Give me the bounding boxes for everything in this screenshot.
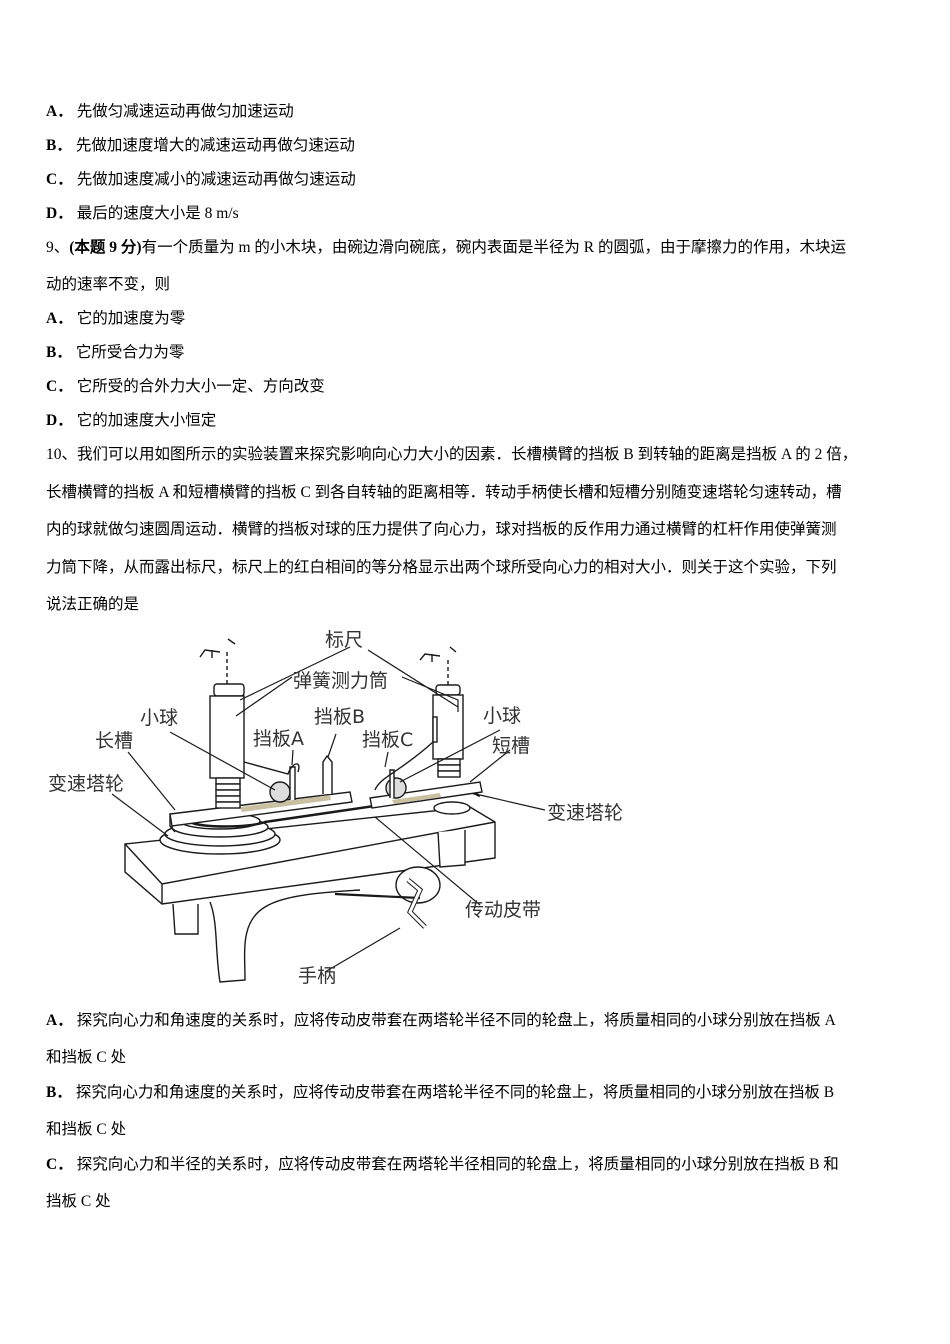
q10-stem-line3: 内的球就做匀速圆周运动．横臂的挡板对球的压力提供了向心力，球对挡板的反作用力通过… bbox=[46, 521, 837, 538]
option-text: 探究向心力和角速度的关系时，应将传动皮带套在两塔轮半径不同的轮盘上，将质量相同的… bbox=[75, 1084, 835, 1101]
q8-option-b: B．先做加速度增大的减速运动再做匀速运动 bbox=[46, 136, 355, 156]
label-ball-right: 小球 bbox=[483, 705, 521, 727]
option-text: 探究向心力和角速度的关系时，应将传动皮带套在两塔轮半径不同的轮盘上，将质量相同的… bbox=[76, 1012, 836, 1029]
q10-option-b-line1: B．探究向心力和角速度的关系时，应将传动皮带套在两塔轮半径不同的轮盘上，将质量相… bbox=[46, 1083, 834, 1103]
label-short-slot: 短槽 bbox=[492, 735, 530, 757]
question-number: 9、 bbox=[46, 239, 70, 256]
q10-stem-line2: 长槽横臂的挡板 A 和短槽横臂的挡板 C 到各自转轴的距离相等．转动手柄使长槽和… bbox=[46, 484, 842, 501]
label-long-slot: 长槽 bbox=[95, 730, 133, 752]
q8-option-d: D．最后的速度大小是 8 m/s bbox=[46, 204, 239, 224]
option-key: B． bbox=[46, 344, 72, 361]
label-belt: 传动皮带 bbox=[465, 899, 541, 921]
option-key: C． bbox=[46, 1156, 73, 1173]
option-text: 先做加速度减小的减速运动再做匀速运动 bbox=[76, 171, 356, 188]
label-baffle-b: 挡板B bbox=[314, 706, 365, 728]
label-ball-left: 小球 bbox=[140, 707, 178, 729]
q10-option-a-line1: A．探究向心力和角速度的关系时，应将传动皮带套在两塔轮半径不同的轮盘上，将质量相… bbox=[46, 1011, 836, 1031]
q9-stem-line2: 动的速率不变，则 bbox=[46, 276, 171, 293]
question-stem: 我们可以用如图所示的实验装置来探究影响向心力大小的因素．长槽横臂的挡板 B 到转… bbox=[77, 446, 858, 463]
option-key: B． bbox=[46, 137, 72, 154]
option-key: C． bbox=[46, 171, 73, 188]
question-stem: 有一个质量为 m 的小木块，由碗边滑向碗底，碗内表面是半径为 R 的圆弧，由于摩… bbox=[141, 239, 846, 256]
q10-option-a-line2: 和挡板 C 处 bbox=[46, 1049, 127, 1066]
option-text: 它所受的合外力大小一定、方向改变 bbox=[76, 378, 325, 395]
option-key: D． bbox=[46, 205, 73, 222]
option-text: 先做加速度增大的减速运动再做匀速运动 bbox=[75, 137, 355, 154]
q8-option-c: C．先做加速度减小的减速运动再做匀速运动 bbox=[46, 170, 356, 190]
option-key: A． bbox=[46, 103, 73, 120]
option-key: C． bbox=[46, 378, 73, 395]
option-text: 探究向心力和半径的关系时，应将传动皮带套在两塔轮半径相同的轮盘上，将质量相同的小… bbox=[76, 1156, 839, 1173]
question-score: (本题 9 分) bbox=[69, 239, 142, 256]
q10-option-b-line2: 和挡板 C 处 bbox=[46, 1121, 127, 1138]
label-handle: 手柄 bbox=[298, 965, 336, 987]
q9-option-d: D．它的加速度大小恒定 bbox=[46, 411, 216, 431]
option-text: 它的加速度大小恒定 bbox=[76, 412, 217, 429]
option-key: B． bbox=[46, 1084, 72, 1101]
option-text: 它的加速度为零 bbox=[76, 310, 186, 327]
option-text: 最后的速度大小是 8 m/s bbox=[76, 205, 239, 222]
centripetal-force-apparatus-figure: 标尺 弹簧测力筒 小球 挡板B 挡板A 长槽 挡板C 小球 短槽 变速塔轮 变速… bbox=[40, 622, 640, 992]
question-number: 10、 bbox=[46, 446, 78, 463]
option-text: 它所受合力为零 bbox=[75, 344, 185, 361]
apparatus-diagram: 标尺 弹簧测力筒 小球 挡板B 挡板A 长槽 挡板C 小球 短槽 变速塔轮 变速… bbox=[48, 629, 623, 987]
q9-option-b: B．它所受合力为零 bbox=[46, 343, 184, 363]
label-ruler: 标尺 bbox=[325, 629, 363, 651]
q10-option-c-line2: 挡板 C 处 bbox=[46, 1193, 111, 1210]
q9-option-c: C．它所受的合外力大小一定、方向改变 bbox=[46, 377, 325, 397]
option-key: A． bbox=[46, 310, 73, 327]
q10-stem-line1: 10、我们可以用如图所示的实验装置来探究影响向心力大小的因素．长槽横臂的挡板 B… bbox=[46, 445, 857, 465]
option-text: 先做匀减速运动再做匀加速运动 bbox=[76, 103, 294, 120]
q9-option-a: A．它的加速度为零 bbox=[46, 309, 185, 329]
q9-stem-line1: 9、(本题 9 分)有一个质量为 m 的小木块，由碗边滑向碗底，碗内表面是半径为… bbox=[46, 238, 846, 258]
label-baffle-c: 挡板C bbox=[362, 729, 413, 751]
q8-option-a: A．先做匀减速运动再做匀加速运动 bbox=[46, 102, 294, 122]
option-key: A． bbox=[46, 1012, 73, 1029]
label-spring-cylinder: 弹簧测力筒 bbox=[293, 670, 388, 692]
label-baffle-a: 挡板A bbox=[253, 728, 304, 750]
option-key: D． bbox=[46, 412, 73, 429]
label-tower-wheel-left: 变速塔轮 bbox=[48, 773, 124, 795]
q10-option-c-line1: C．探究向心力和半径的关系时，应将传动皮带套在两塔轮半径相同的轮盘上，将质量相同… bbox=[46, 1155, 839, 1175]
q10-stem-line4: 力筒下降，从而露出标尺，标尺上的红白相间的等分格显示出两个球所受向心力的相对大小… bbox=[46, 559, 837, 576]
label-tower-wheel-right: 变速塔轮 bbox=[547, 802, 623, 824]
q10-stem-line5: 说法正确的是 bbox=[46, 596, 140, 613]
